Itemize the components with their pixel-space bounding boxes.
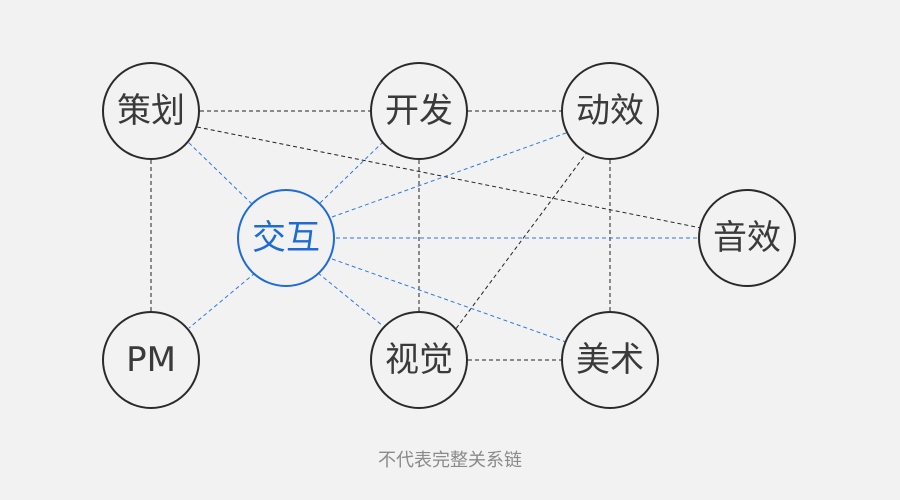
edges-blue (187, 132, 698, 343)
edge-cehua-yinxiao (196, 126, 702, 229)
node-dongxiao-label: 动效 (576, 91, 644, 131)
node-meishu-circle (561, 311, 659, 409)
edges-black (150, 110, 702, 361)
edge-jiaohu-meishu (331, 258, 567, 343)
node-jiaohu: 交互 (237, 189, 335, 287)
edge-jiaohu-pm (188, 272, 256, 329)
node-meishu: 美术 (561, 311, 659, 409)
node-kaifa: 开发 (370, 62, 468, 160)
node-yinxiao-circle (698, 189, 796, 287)
edge-jiaohu-cehua (187, 141, 253, 205)
node-meishu-label: 美术 (576, 340, 644, 380)
caption: 不代表完整关系链 (378, 450, 522, 471)
edge-dongxiao-shijue (454, 150, 589, 331)
node-shijue-circle (370, 311, 468, 409)
node-dongxiao: 动效 (561, 62, 659, 160)
node-pm: PM (102, 311, 200, 409)
node-kaifa-label: 开发 (385, 91, 453, 131)
node-jiaohu-circle (237, 189, 335, 287)
node-cehua: 策划 (102, 62, 200, 160)
edge-jiaohu-kaifa (319, 142, 383, 204)
node-shijue: 视觉 (370, 311, 468, 409)
node-dongxiao-circle (561, 62, 659, 160)
node-shijue-label: 视觉 (385, 340, 453, 380)
node-kaifa-circle (370, 62, 468, 160)
edge-jiaohu-shijue (317, 272, 384, 327)
node-yinxiao-label: 音效 (713, 218, 781, 258)
node-cehua-circle (102, 62, 200, 160)
node-pm-label: PM (126, 340, 176, 380)
node-yinxiao: 音效 (698, 189, 796, 287)
node-cehua-label: 策划 (117, 91, 185, 131)
node-jiaohu-label: 交互 (252, 218, 320, 258)
node-pm-circle (102, 311, 200, 409)
